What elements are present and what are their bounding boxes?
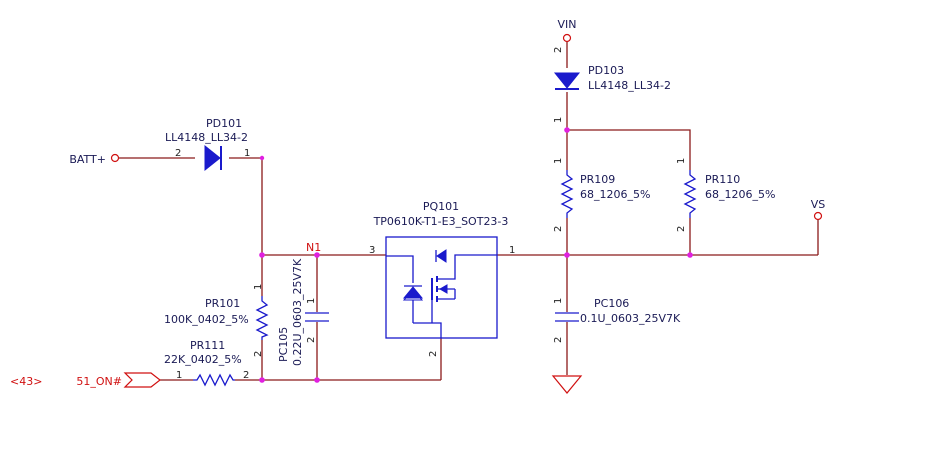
- junction-dot: [259, 155, 265, 161]
- pq101-value: TP0610K-T1-E3_SOT23-3: [373, 215, 509, 228]
- pr101-value: 100K_0402_5%: [164, 313, 249, 326]
- junction-dot: [259, 252, 265, 258]
- pq101-pin-1: 1: [509, 245, 515, 256]
- diode-anode-triangle-icon: [204, 144, 221, 172]
- vs-terminal: VS: [811, 198, 826, 221]
- resistor-zigzag-icon: [193, 373, 235, 387]
- diode-anode-triangle-icon: [553, 72, 581, 89]
- pr111-ref: PR111: [190, 339, 225, 352]
- signal-net-label: 51_ON#: [76, 375, 122, 388]
- junction-dot: [564, 127, 570, 133]
- pr109-pin-top: 1: [553, 158, 564, 164]
- pr110-ref: PR110: [705, 173, 740, 186]
- pc106-pin-bottom: 2: [553, 337, 564, 343]
- n1-net-label: N1: [306, 241, 321, 254]
- pc105-ref: PC105: [277, 327, 290, 362]
- pd101-pin-cathode: 1: [244, 148, 250, 159]
- pr101-resistor: 1 2 PR101 100K_0402_5%: [164, 284, 269, 357]
- wires: [119, 42, 819, 381]
- pr111-pin-right: 2: [243, 370, 249, 381]
- pc106-ref: PC106: [594, 297, 629, 310]
- pr110-resistor: 1 2 PR110 68_1206_5%: [676, 158, 775, 232]
- pr101-pin-top: 1: [253, 284, 264, 290]
- pc105-pin-top: 1: [306, 298, 317, 304]
- resistor-zigzag-icon: [255, 296, 269, 340]
- vin-label: VIN: [558, 18, 577, 31]
- pr111-value: 22K_0402_5%: [164, 353, 242, 366]
- junction-dot: [259, 377, 265, 383]
- junctions: [259, 127, 693, 383]
- pc106-pin-top: 1: [553, 298, 564, 304]
- pr109-ref: PR109: [580, 173, 615, 186]
- pr111-resistor: 1 2 PR111 22K_0402_5%: [164, 339, 249, 387]
- junction-dot: [687, 252, 693, 258]
- pd103-diode: 2 1 PD103 LL4148_LL34-2: [553, 47, 671, 123]
- sheet-reference: <43>: [10, 375, 42, 388]
- pd103-ref: PD103: [588, 64, 624, 77]
- pr101-ref: PR101: [205, 297, 240, 310]
- pd101-value: LL4148_LL34-2: [165, 131, 248, 144]
- pr110-pin-bottom: 2: [676, 226, 687, 232]
- pq101-pin-3: 3: [369, 245, 375, 256]
- pc106-capacitor: 1 2 PC106 0.1U_0603_25V7K: [553, 297, 681, 343]
- pd101-pin-anode: 2: [175, 148, 181, 159]
- pd103-value: LL4148_LL34-2: [588, 79, 671, 92]
- body-diode-icon: [436, 249, 447, 263]
- pd103-pin-bottom: 1: [553, 117, 564, 123]
- pr109-pin-bottom: 2: [553, 226, 564, 232]
- junction-dot: [564, 252, 570, 258]
- pr101-pin-bottom: 2: [253, 351, 264, 357]
- pc105-pin-bottom: 2: [306, 337, 317, 343]
- vin-terminal: VIN: [558, 18, 577, 43]
- resistor-zigzag-icon: [560, 170, 574, 218]
- ground-symbol-icon: [551, 375, 583, 394]
- pq101-ref: PQ101: [423, 200, 459, 213]
- resistor-zigzag-icon: [683, 170, 697, 218]
- pq101-mosfet: 3 1 2 PQ101 TP0610K-T1-E3_SOT23-3: [369, 200, 515, 357]
- pc105-capacitor: 1 2 PC105 0.22U_0603_25V7K: [277, 258, 329, 366]
- pr111-pin-left: 1: [176, 370, 182, 381]
- pq101-pin-2: 2: [428, 351, 439, 357]
- junction-dot: [314, 252, 320, 258]
- batt-terminal-circle: [110, 153, 120, 163]
- batt-label: BATT+: [69, 153, 106, 166]
- pc106-value: 0.1U_0603_25V7K: [580, 312, 681, 325]
- pd101-ref: PD101: [206, 117, 242, 130]
- signal-connector: 51_ON# <43>: [10, 372, 161, 388]
- batt-terminal: BATT+: [69, 153, 120, 166]
- vs-terminal-circle: [813, 211, 823, 221]
- vin-terminal-circle: [562, 33, 572, 43]
- junction-dot: [314, 377, 320, 383]
- offpage-connector-icon: [123, 372, 161, 388]
- vs-label: VS: [811, 198, 826, 211]
- pr109-resistor: 1 2 PR109 68_1206_5%: [553, 158, 650, 232]
- pr109-value: 68_1206_5%: [580, 188, 650, 201]
- pc105-value: 0.22U_0603_25V7K: [291, 258, 304, 366]
- pd103-pin-top: 2: [553, 47, 564, 53]
- pd101-diode: 2 1 PD101 LL4148_LL34-2: [165, 117, 250, 172]
- pr110-value: 68_1206_5%: [705, 188, 775, 201]
- pr110-pin-top: 1: [676, 158, 687, 164]
